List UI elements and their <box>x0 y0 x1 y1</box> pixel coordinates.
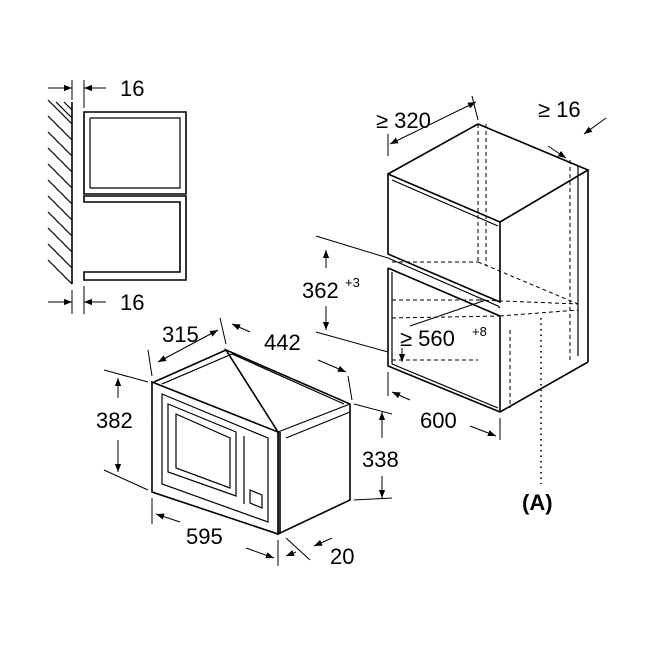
dimension-side-gap-bottom: 16 <box>120 290 144 315</box>
callout-a-label: (A) <box>522 490 553 515</box>
dimension-arrow <box>583 117 607 135</box>
dimension-oven-height: 382 <box>96 408 133 433</box>
dimension-oven-depth: 315 <box>162 322 199 347</box>
dimension-oven-body-width: 442 <box>264 330 301 355</box>
wall-hatching <box>47 99 73 285</box>
control-panel-display <box>249 489 263 509</box>
dimension-oven-body-height: 338 <box>362 447 399 472</box>
dimension-arrow <box>469 425 497 437</box>
microwave-oven-view: 315 442 382 338 595 20 <box>96 317 399 569</box>
dimension-front-thickness: 20 <box>330 544 354 569</box>
dimension-arrow <box>157 329 219 363</box>
dimension-niche-width-tolerance: +8 <box>472 324 487 339</box>
dimension-arrow <box>547 145 567 159</box>
side-section-view: 16 16 <box>47 76 187 315</box>
dimension-arrow <box>313 537 333 547</box>
dimension-cabinet-width: 600 <box>420 408 457 433</box>
dimension-oven-front-width: 595 <box>186 524 223 549</box>
dimension-arrow <box>245 547 275 559</box>
dimension-niche-height: 362 <box>302 278 339 303</box>
dimension-arrow <box>317 359 347 373</box>
dimension-side-gap-top: 16 <box>120 76 144 101</box>
dimension-niche-height-tolerance: +3 <box>345 275 360 290</box>
dimension-niche-width: ≥ 560 <box>400 326 455 351</box>
dimension-arrow <box>389 101 477 145</box>
dimension-rear-gap: ≥ 16 <box>538 97 581 122</box>
cabinet-niche-view: ≥ 320 ≥ 16 362 +3 ≥ 560 +8 600 (A) <box>302 95 607 515</box>
dimension-niche-depth: ≥ 320 <box>376 108 431 133</box>
